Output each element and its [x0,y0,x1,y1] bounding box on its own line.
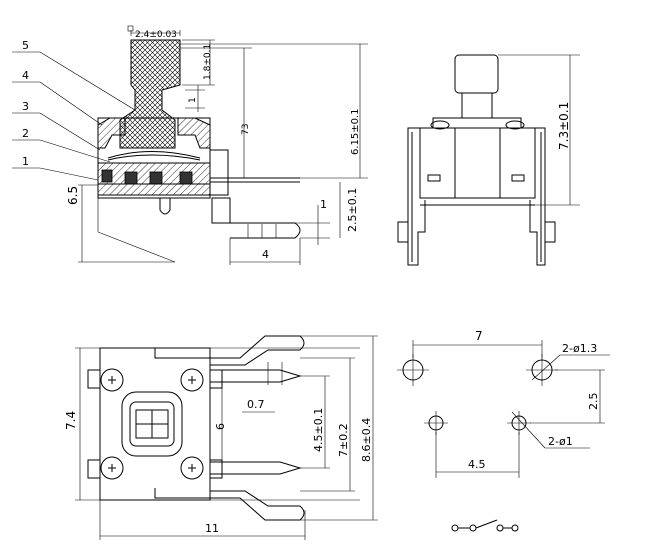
pcb-layout: 7 2-ø1.3 2.5 2-ø1 4.5 [397,329,610,532]
callout-1: 1 [22,155,29,168]
side-section-view: 5 4 3 2 1 [12,25,368,265]
dim-length: 11 [205,522,219,535]
dim-pitch-86: 8.6±0.4 [360,418,373,462]
hole-small-label: 2-ø1 [548,435,573,448]
dim-pcb-25: 2.5 [587,393,600,411]
callout-3: 3 [22,100,29,113]
top-view: 7.4 6 0.7 4.5±0.1 7±0.2 8.6±0.4 11 [64,335,378,540]
dim-front-height: 7.3±0.1 [557,102,571,150]
dim-pcb-7: 7 [475,329,483,343]
dim-lead-1: 1 [320,198,327,211]
dim-body-height: 6.5 [66,186,80,205]
dim-gap: 0.7 [247,398,265,411]
dim-pcb-45: 4.5 [468,458,486,471]
dim-lead-4: 4 [262,248,269,261]
dim-lead-25: 2.5±0.1 [346,188,359,232]
dim-615: 6.15±0.1 [350,108,361,155]
front-view: 7.3±0.1 [397,54,580,266]
callout-4: 4 [22,69,29,82]
dim-step-1: 1 [188,97,198,103]
hole-large-label: 2-ø1.3 [562,342,597,355]
dim-inner: 6 [214,423,227,430]
actuator-cap [119,39,181,149]
dim-cap-height: 1.8±0.1 [203,44,213,80]
dim-73: 73 [241,124,251,135]
dim-pitch-45: 4.5±0.1 [312,408,325,452]
dim-top-width: 7.4 [64,411,78,430]
dim-cap-width: 2.4±0.03 [135,30,177,40]
dim-pitch-7: 7±0.2 [337,423,350,457]
callout-5: 5 [22,39,29,52]
callout-2: 2 [22,127,29,140]
switch-symbol-icon [451,519,519,532]
metal-dome [107,154,201,161]
callout-leaders [12,51,136,181]
